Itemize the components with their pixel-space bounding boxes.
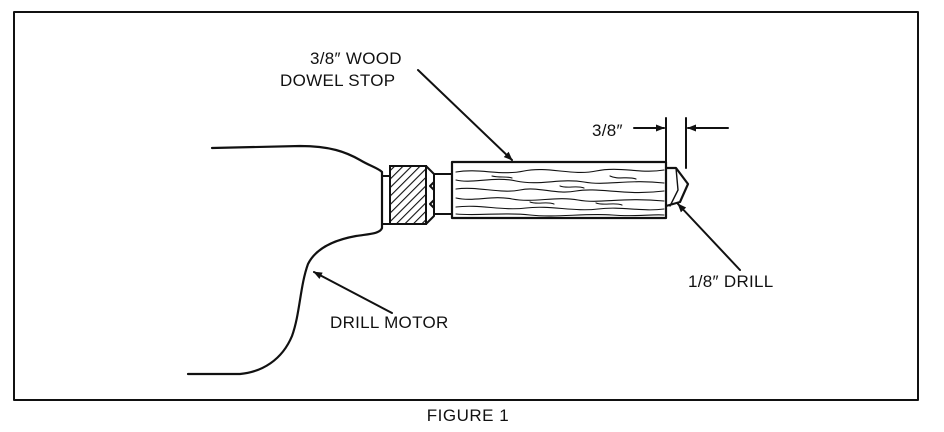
drill-motor-label: DRILL MOTOR — [330, 313, 449, 332]
dowel-leader-arrow — [417, 69, 513, 161]
gap-dimension — [633, 117, 729, 169]
drill-bit-label: 1/8″ DRILL — [688, 272, 774, 291]
gap-dimension-label: 3/8″ — [592, 121, 623, 140]
drill-bit-leader-arrow — [677, 203, 741, 271]
figure-frame — [13, 11, 919, 401]
figure-caption: FIGURE 1 — [427, 406, 509, 425]
dowel-label-line1: 3/8″ WOOD — [310, 49, 402, 68]
drill-motor-leader-arrow — [313, 271, 393, 314]
drill-chuck — [381, 165, 453, 225]
drill-motor-body — [186, 144, 384, 376]
wood-dowel-stop — [450, 160, 668, 220]
dowel-label-line2: DOWEL STOP — [280, 71, 395, 90]
drill-bit-tip — [664, 166, 690, 208]
